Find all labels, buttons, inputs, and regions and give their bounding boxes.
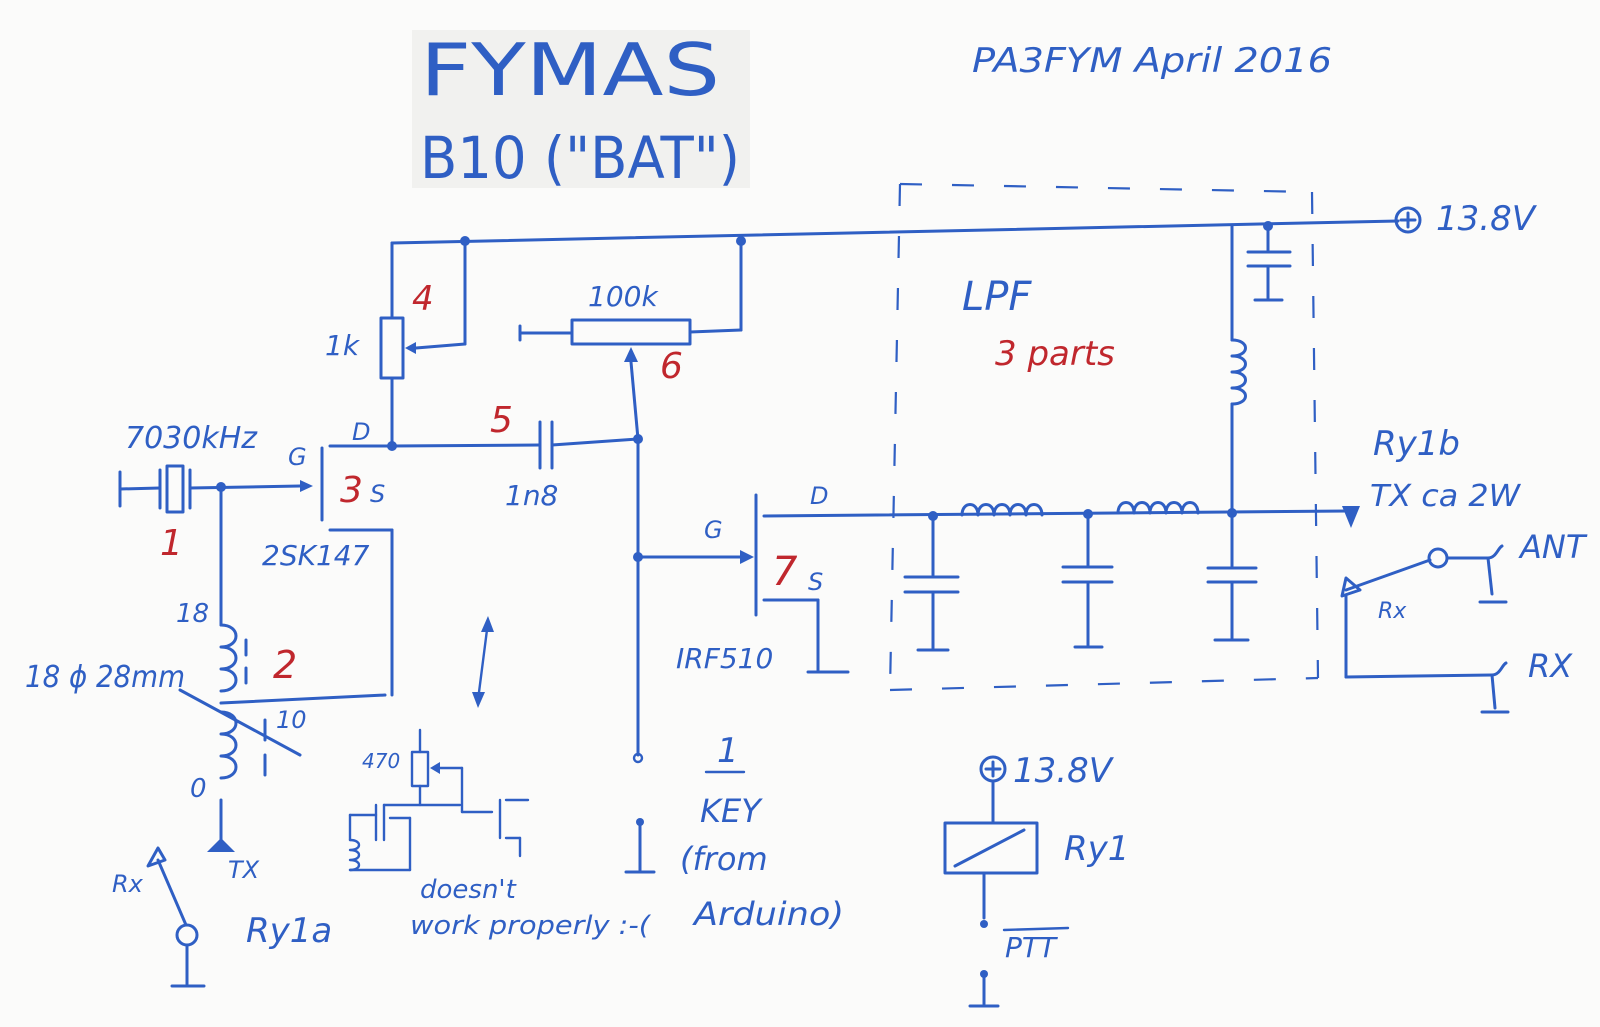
fet1-source-label: S bbox=[370, 480, 385, 508]
cap-number: 5 bbox=[490, 400, 513, 441]
coil-turns-top: 18 bbox=[176, 599, 209, 629]
relay-ry1a: Rx Ry1a bbox=[112, 846, 332, 988]
tx-label-left: TX bbox=[228, 856, 260, 884]
lpf-title: LPF bbox=[962, 274, 1032, 320]
ptt-label: PTT bbox=[1005, 931, 1058, 964]
relay-ry1b: Ry1b TX ca 2W ANT Rx RX bbox=[1340, 424, 1588, 714]
capacitor-1n8: 5 1n8 bbox=[390, 400, 643, 512]
key-arduino: Arduino) bbox=[692, 895, 844, 933]
relay-label: Ry1 bbox=[1064, 829, 1129, 869]
key-number: 1 bbox=[717, 731, 739, 771]
fet2-number: 7 bbox=[772, 549, 798, 595]
fet-2sk147: G D S 3 2SK147 bbox=[262, 418, 397, 697]
pot2-number: 6 bbox=[660, 346, 683, 387]
relay-b-label: Ry1b bbox=[1373, 424, 1460, 464]
crystal-x1: 7030kHz 1 bbox=[118, 421, 313, 564]
crystal-frequency: 7030kHz bbox=[125, 421, 258, 456]
pot1-value: 1k bbox=[325, 329, 361, 362]
fet1-number: 3 bbox=[340, 470, 363, 511]
coil-l1: 18 10 0 18 ϕ 28mm 2 TX bbox=[25, 485, 387, 884]
title-main: FYMAS bbox=[420, 28, 720, 112]
author-date: PA3FYM April 2016 bbox=[972, 41, 1332, 81]
note-line-2: work properly :-( bbox=[410, 911, 652, 941]
rx-small-right: Rx bbox=[1378, 599, 1407, 624]
note-line-1: doesn't bbox=[420, 875, 517, 905]
coil-turns-bottom: 0 bbox=[190, 774, 207, 804]
fet1-part: 2SK147 bbox=[262, 539, 370, 572]
coil-number: 2 bbox=[273, 643, 297, 687]
cap-value: 1n8 bbox=[505, 479, 558, 512]
alt-bias-circuit: 470 doesn't work properly :-( bbox=[348, 616, 652, 941]
pot2-value: 100k bbox=[588, 280, 659, 313]
tx-power: TX ca 2W bbox=[1370, 479, 1521, 514]
pot-100k: 100k 6 bbox=[518, 239, 743, 441]
supply-voltage-top: 13.8V bbox=[1436, 199, 1538, 239]
fet1-gate-label: G bbox=[288, 443, 307, 471]
fet2-drain-label: D bbox=[810, 482, 828, 510]
key-from: (from bbox=[680, 840, 768, 878]
key-line: 1 KEY (from Arduino) bbox=[624, 437, 844, 933]
lpf-subtitle: 3 parts bbox=[995, 334, 1115, 374]
pot-1k: 4 1k bbox=[325, 239, 467, 448]
key-label: KEY bbox=[700, 792, 763, 830]
fet-irf510: G D S 7 IRF510 bbox=[676, 482, 1350, 675]
lpf-block: LPF 3 parts bbox=[888, 182, 1320, 692]
fet2-gate-label: G bbox=[704, 516, 723, 544]
supply-voltage-relay: 13.8V bbox=[1013, 751, 1115, 791]
relay-a-label: Ry1a bbox=[246, 911, 332, 951]
relay-ry1-coil: 13.8V Ry1 PTT bbox=[943, 751, 1129, 1008]
coil-turns-tap: 10 bbox=[276, 706, 307, 734]
title-block: FYMAS B10 ("BAT") PA3FYM April 2016 bbox=[412, 28, 1332, 192]
supply-rail: 13.8V bbox=[390, 199, 1538, 246]
pot1-number: 4 bbox=[412, 279, 434, 319]
fet2-part: IRF510 bbox=[676, 642, 773, 675]
crystal-number: 1 bbox=[160, 523, 183, 564]
pot3-value: 470 bbox=[362, 749, 400, 773]
rx-label: RX bbox=[1528, 647, 1573, 685]
fet1-drain-label: D bbox=[352, 418, 370, 446]
title-sub: B10 ("BAT") bbox=[420, 124, 740, 192]
rx-small-left: Rx bbox=[112, 870, 144, 898]
fet2-source-label: S bbox=[808, 568, 823, 596]
ant-label: ANT bbox=[1518, 528, 1588, 566]
coil-spec: 18 ϕ 28mm bbox=[25, 660, 185, 695]
